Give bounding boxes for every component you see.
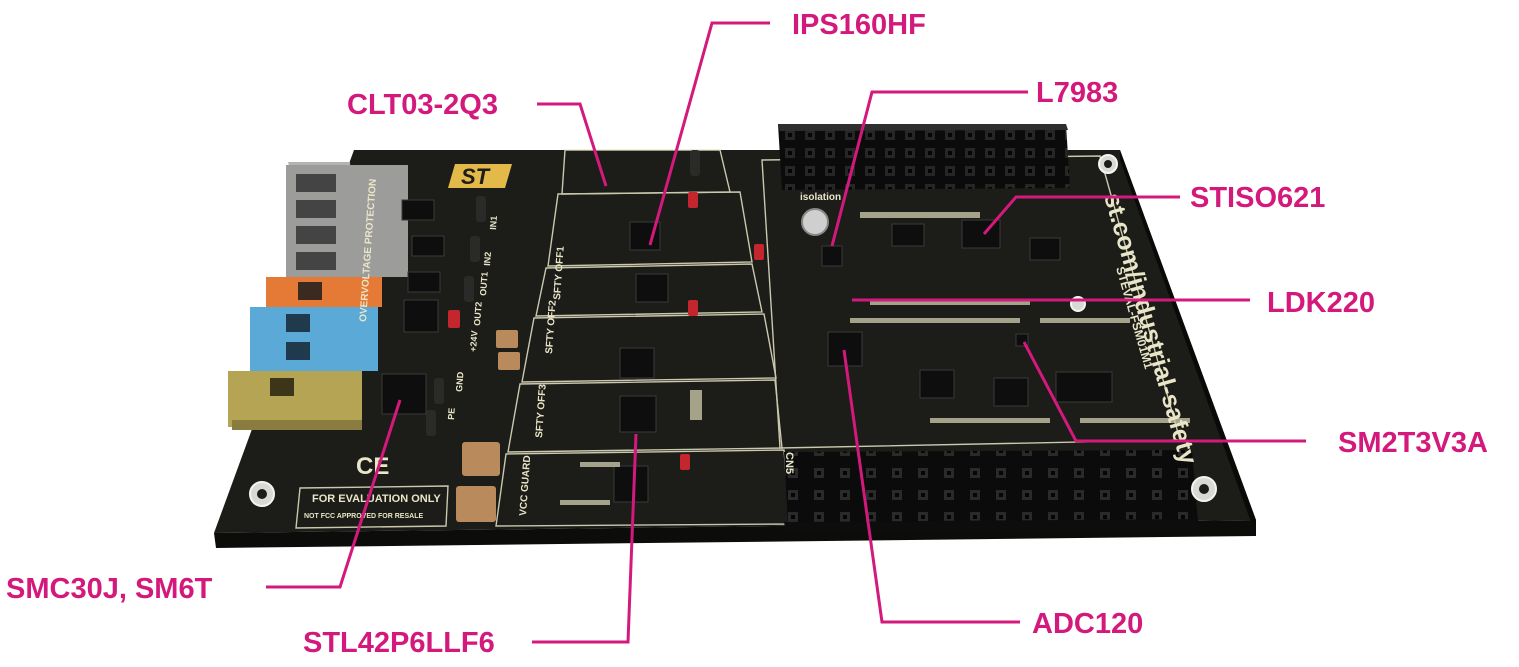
leader-line-adc120 <box>842 349 1020 624</box>
terminal-label-in1: IN1 <box>488 215 499 230</box>
callout-sm2t3v3a: SM2T3V3A <box>1338 427 1488 459</box>
section-label-sfty-off1: SFTY OFF1 <box>552 245 567 300</box>
section-label-sfty-off2: SFTY OFF2 <box>544 299 559 354</box>
leader-lines <box>266 21 1306 644</box>
bottom-header-connector <box>784 450 1200 533</box>
terminal-label-out2: OUT2 <box>472 301 484 326</box>
terminal-label-24v: +24V <box>468 330 479 352</box>
callout-stiso621: STISO621 <box>1190 182 1326 214</box>
evaluation-notice: FOR EVALUATION ONLY <box>312 493 441 505</box>
callout-adc120: ADC120 <box>1032 608 1144 640</box>
callout-ips160hf: IPS160HF <box>792 9 926 41</box>
terminal-silk-labels: IN1 IN2 OUT1 OUT2 +24V GND PE <box>446 215 499 420</box>
section-label-vcc-guard: VCC GUARD <box>518 455 533 516</box>
leader-line-ips160hf <box>648 21 770 246</box>
top-header-connector <box>778 124 1070 190</box>
callout-stl42p6llf6: STL42P6LLF6 <box>303 627 495 659</box>
pin-posts <box>426 150 700 436</box>
ce-mark: CE <box>356 453 389 480</box>
cn5-label: CN5 <box>783 452 795 474</box>
callout-smc30j-sm6t: SMC30J, SM6T <box>6 573 213 605</box>
leader-line-l7983 <box>830 90 1028 247</box>
terminal-label-out1: OUT1 <box>478 271 490 296</box>
svg-text:ST: ST <box>461 164 491 189</box>
leader-line-smc30j <box>266 399 402 589</box>
isolation-label: isolation <box>800 192 841 203</box>
leader-line-clt03 <box>537 102 608 187</box>
capacitors <box>456 208 829 522</box>
smd-components <box>560 212 1190 505</box>
terminal-label-gnd: GND <box>454 371 465 392</box>
terminal-label-in2: IN2 <box>482 251 493 266</box>
section-label-sfty-off3: SFTY OFF3 <box>534 383 549 438</box>
terminal-block <box>228 162 408 430</box>
terminal-label-pe: PE <box>446 407 457 420</box>
leader-line-stiso621 <box>982 195 1180 235</box>
callout-ldk220: LDK220 <box>1267 287 1375 319</box>
callout-l7983: L7983 <box>1036 77 1119 109</box>
st-logo: ST <box>448 164 512 189</box>
callout-clt03-2q3: CLT03-2Q3 <box>347 89 498 121</box>
jumpers <box>448 192 764 470</box>
ics <box>381 199 1113 503</box>
leader-line-stl42 <box>532 433 638 644</box>
leader-line-sm2t3v3a <box>1022 341 1306 443</box>
